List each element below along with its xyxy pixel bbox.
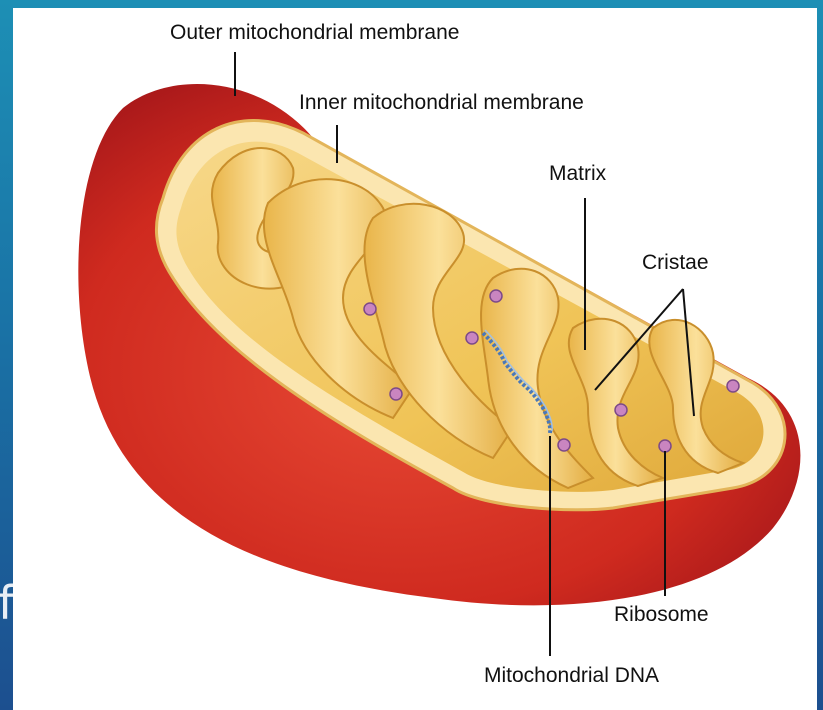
label-inner-membrane: Inner mitochondrial membrane xyxy=(299,92,584,113)
ribosome-dot xyxy=(615,404,627,416)
label-cristae: Cristae xyxy=(642,252,709,273)
ribosome-dot xyxy=(558,439,570,451)
label-ribosome: Ribosome xyxy=(614,604,709,625)
ribosome-dot xyxy=(727,380,739,392)
mitochondrion-diagram: Outer mitochondrial membrane Inner mitoc… xyxy=(13,8,817,710)
ribosome-dot xyxy=(364,303,376,315)
label-matrix: Matrix xyxy=(549,163,606,184)
label-outer-membrane: Outer mitochondrial membrane xyxy=(170,22,459,43)
label-mito-dna: Mitochondrial DNA xyxy=(484,665,659,686)
ribosome-dot xyxy=(490,290,502,302)
ribosome-dot xyxy=(466,332,478,344)
ribosome-dot xyxy=(390,388,402,400)
ribosome-dot xyxy=(659,440,671,452)
